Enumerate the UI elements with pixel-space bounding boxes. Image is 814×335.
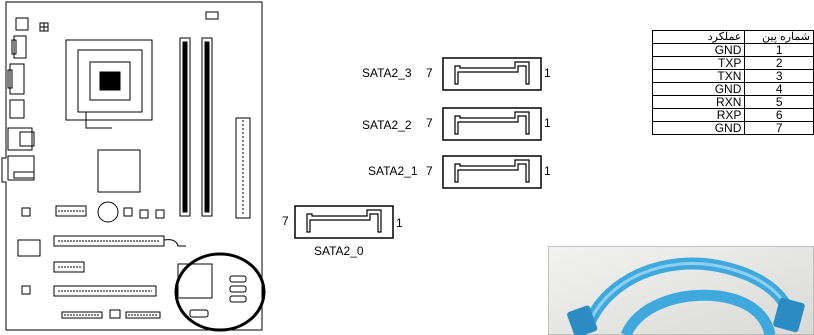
board-chip-mid [17,239,41,257]
pin-function: GND [651,121,746,135]
pin-function: RXN [651,95,746,109]
pin-number: 2 [744,56,814,70]
board-fan-header [205,11,219,20]
pcie-x1-slot [53,261,85,273]
motherboard-diagram [1,1,266,332]
board-outline [1,1,263,331]
pin-number: 7 [744,121,814,135]
board-sata-3 [229,295,247,303]
pin-function: RXP [651,108,746,122]
sata2-0-pin1: 1 [396,216,403,230]
pin-number: 6 [744,108,814,122]
pin-function: TXN [651,69,746,83]
sata2-0-connector [294,205,394,239]
board-sata-1 [229,275,247,283]
pin-number: 4 [744,82,814,96]
board-sata-0 [189,309,209,318]
sata-highlight-circle [174,252,266,332]
pin-function: TXP [651,56,746,70]
pcie-x16-slot [53,235,165,247]
pin-table-header: عملکرد شماره پین [651,30,814,44]
sata2-1-pin1: 1 [544,164,551,178]
pin-number: 5 [744,95,814,109]
back-panel-lan [7,127,33,151]
sata2-1-pin7: 7 [426,164,433,178]
back-panel-audio [7,155,35,181]
sata2-0-label: SATA2_0 [314,244,364,258]
dimm-slot-2 [201,37,213,217]
pin-number: 3 [744,69,814,83]
sata-cable-photo [548,246,814,335]
pci-slot [53,285,157,297]
pin-function: GND [651,82,746,96]
pin-number: 1 [744,43,814,57]
back-panel-vga [9,63,25,95]
sata2-3-pin7: 7 [426,66,433,80]
sata2-3-connector [442,57,542,91]
back-panel-usb [9,99,25,119]
northbridge-chip [97,149,141,193]
sata2-1-label: SATA2_1 [368,164,418,178]
pin-table-header-pin: شماره پین [744,30,814,44]
sata2-2-pin7: 7 [426,116,433,130]
sata-cable-plug-right [773,297,805,333]
pin-function: GND [651,43,746,57]
sata-cable-plug-left [567,305,598,335]
front-panel-header-2 [125,311,161,319]
board-sata-2 [229,285,247,293]
back-panel-ps2 [13,35,27,59]
dimm-slot-1 [179,37,191,217]
sata2-1-connector [442,155,542,189]
battery [97,201,119,223]
front-panel-header-1 [61,311,103,319]
sata2-2-label: SATA2_2 [362,118,412,132]
cpu-socket [65,39,153,121]
pin-table-header-function: عملکرد [651,30,746,44]
sata2-3-label: SATA2_3 [362,66,412,80]
sata2-3-pin1: 1 [544,66,551,80]
sata2-2-connector [442,107,542,141]
board-chip-small [15,17,29,31]
sata2-0-pin7: 7 [282,214,289,228]
sata2-2-pin1: 1 [544,116,551,130]
atx-power-connector [235,117,251,219]
